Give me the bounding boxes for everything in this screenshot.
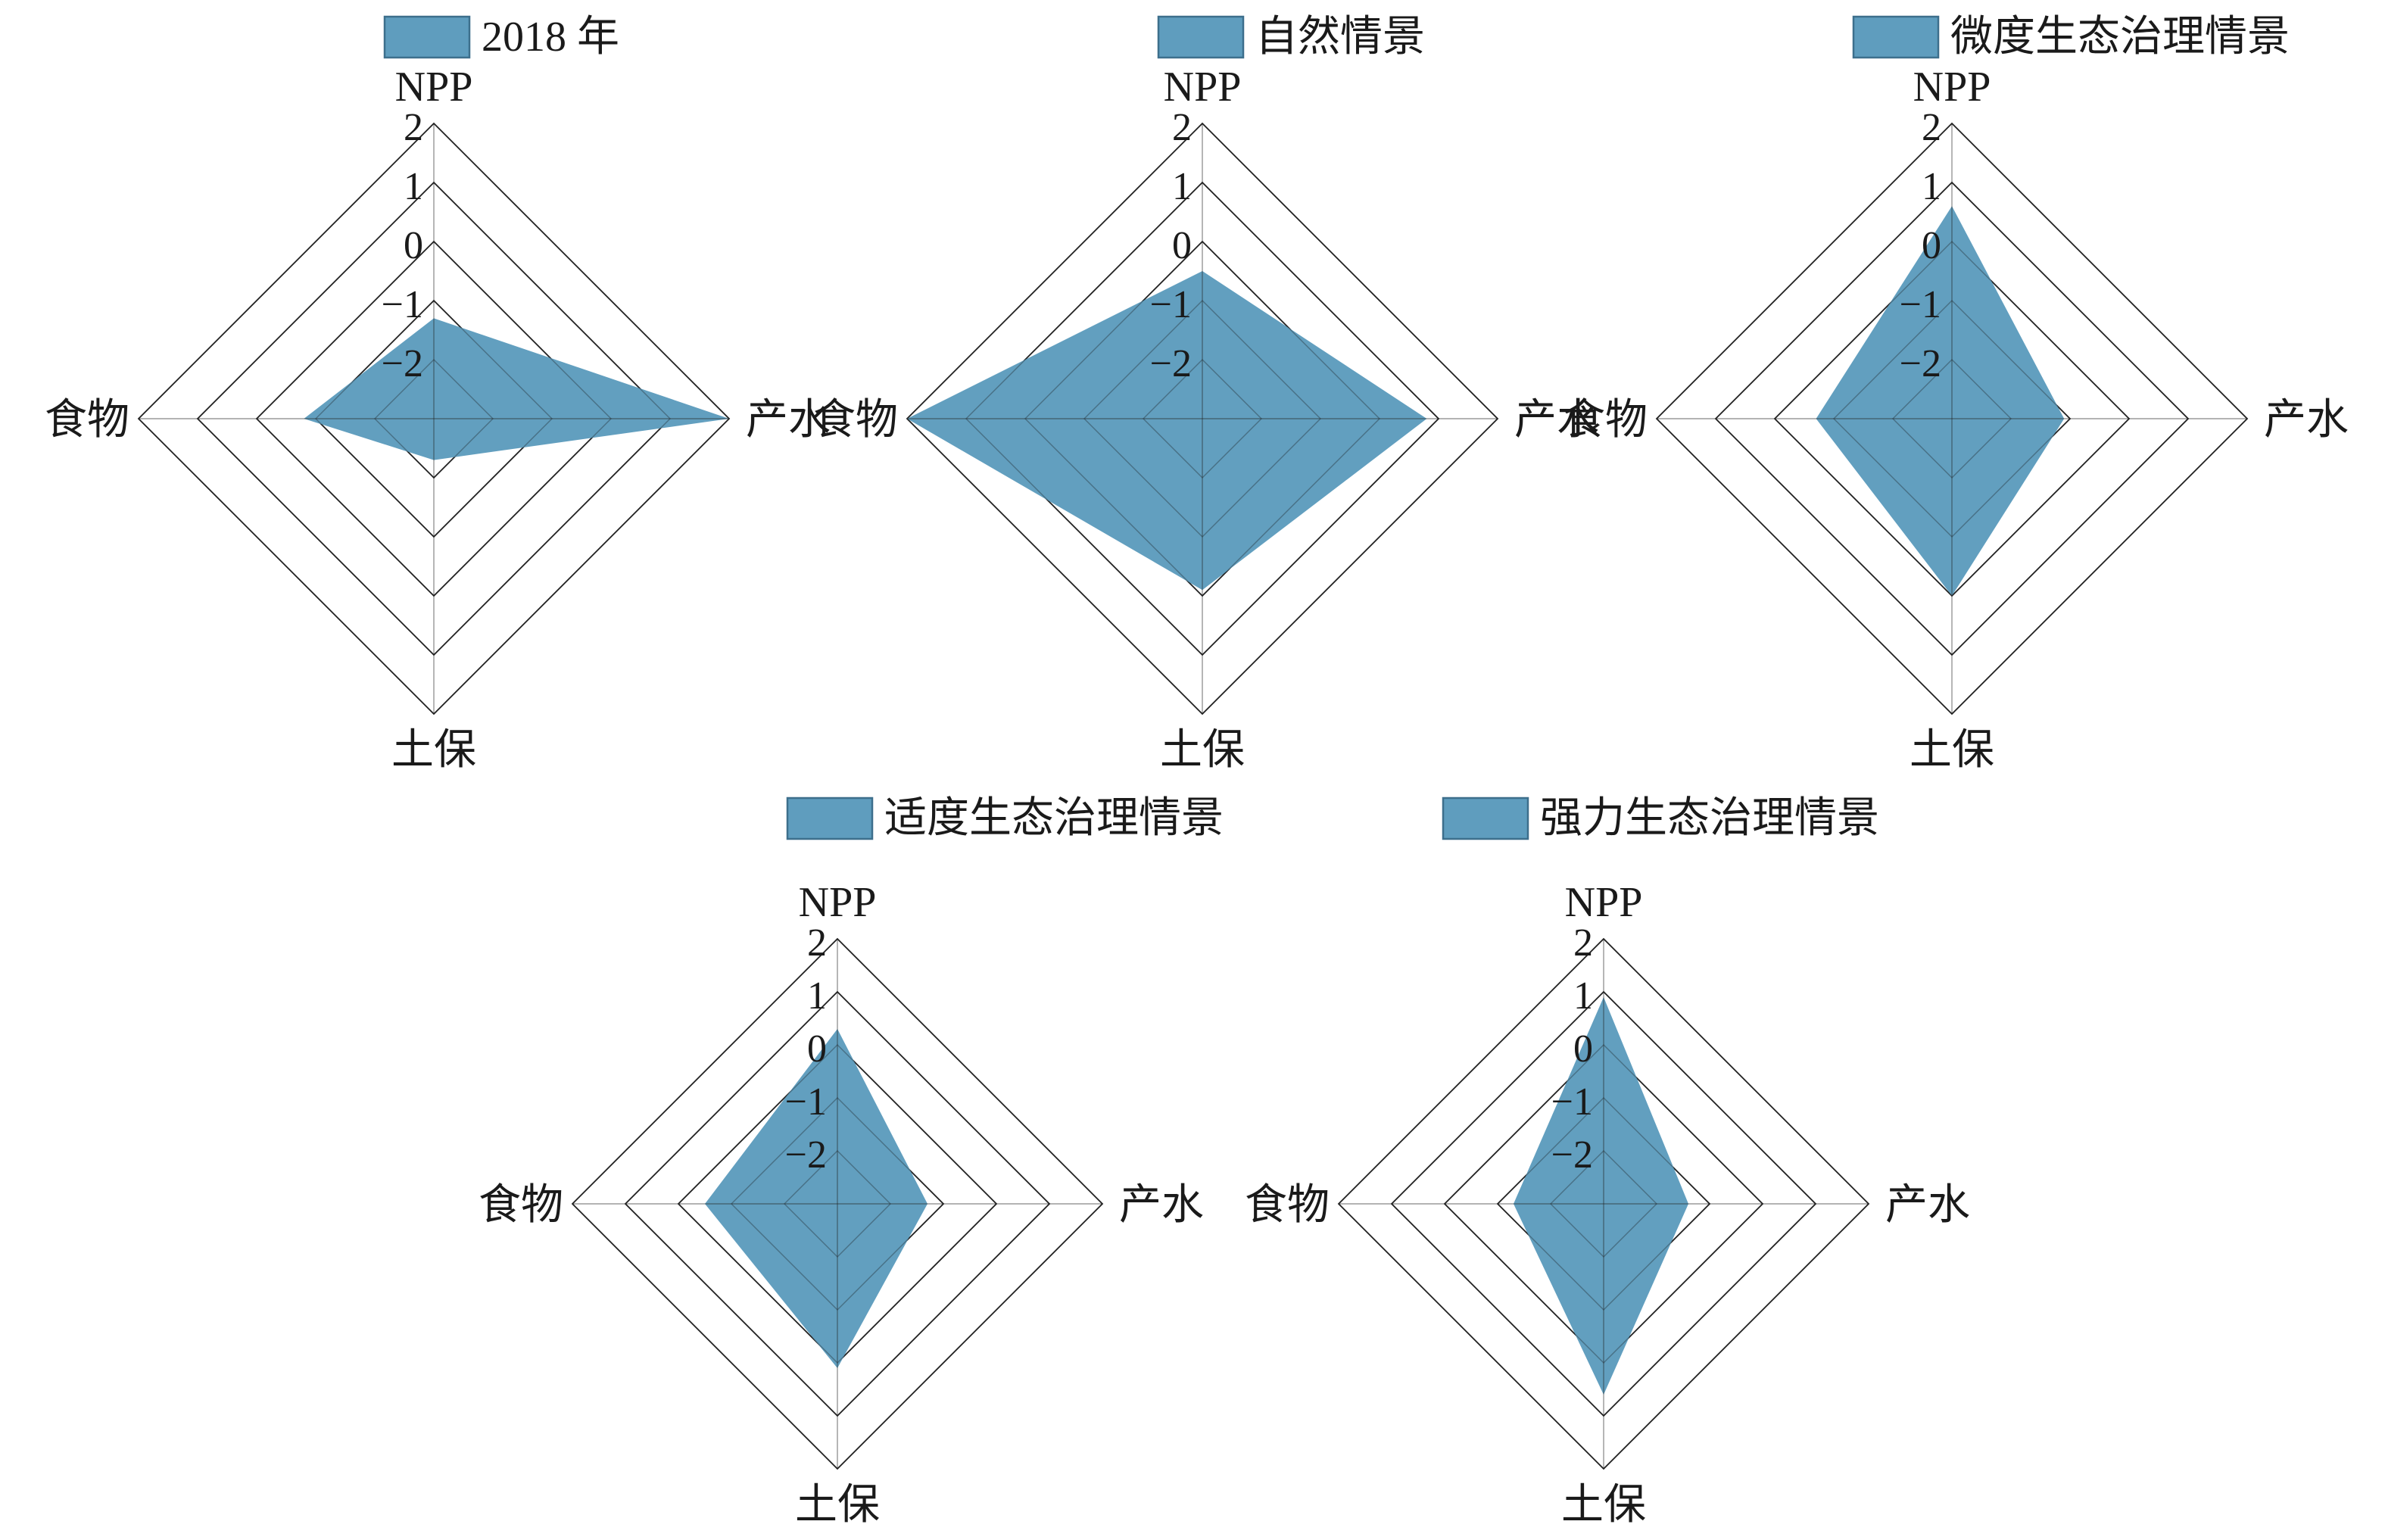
data-area bbox=[1816, 206, 2065, 596]
grid-ring-overlay bbox=[1391, 991, 1816, 1417]
tick-label: 1 bbox=[404, 165, 423, 208]
axis-label: 产水 bbox=[1885, 1182, 1970, 1229]
axis-label: 产水 bbox=[1119, 1182, 1204, 1229]
grid-ring-overlay bbox=[197, 182, 671, 656]
axis-label: 产水 bbox=[1514, 397, 1599, 444]
grid-ring-overlay bbox=[1715, 182, 2189, 656]
axis-label: NPP bbox=[395, 64, 473, 111]
grid-ring-overlay bbox=[374, 359, 494, 479]
legend-swatch bbox=[1442, 796, 1529, 840]
legend-label: 自然情景 bbox=[1255, 14, 1425, 61]
tick-label: 1 bbox=[1922, 165, 1941, 208]
tick-label: 0 bbox=[807, 1027, 827, 1071]
tick-label: −2 bbox=[1150, 342, 1192, 385]
tick-label: −2 bbox=[1900, 342, 1941, 385]
axis-label: 土保 bbox=[795, 1482, 880, 1529]
axis-label: 食物 bbox=[1563, 397, 1648, 444]
axis-label: NPP bbox=[1164, 64, 1242, 111]
grid-ring-overlay bbox=[1656, 123, 2248, 715]
tick-label: 1 bbox=[1573, 974, 1593, 1018]
tick-label: 0 bbox=[1172, 224, 1192, 267]
tick-label: 0 bbox=[1922, 224, 1941, 267]
data-area bbox=[907, 271, 1427, 591]
legend-label: 2018 年 bbox=[482, 14, 619, 61]
grid-ring-overlay bbox=[678, 1044, 997, 1364]
data-area bbox=[1514, 997, 1688, 1395]
tick-label: 2 bbox=[807, 921, 827, 965]
axis-label: NPP bbox=[1913, 64, 1991, 111]
grid-ring-overlay bbox=[138, 123, 730, 715]
legend-label: 微度生态治理情景 bbox=[1950, 14, 2290, 61]
grid-ring-overlay bbox=[1338, 938, 1869, 1470]
grid-ring-overlay bbox=[1444, 1044, 1763, 1364]
axis-label: 土保 bbox=[1910, 727, 1994, 774]
grid-ring-overlay bbox=[1143, 359, 1262, 479]
axis-label: 产水 bbox=[2264, 397, 2349, 444]
axis-label: 土保 bbox=[1160, 727, 1245, 774]
grid-ring-overlay bbox=[1892, 359, 2012, 479]
axis-label: 食物 bbox=[45, 397, 129, 444]
tick-label: 2 bbox=[404, 106, 423, 149]
tick-label: −2 bbox=[382, 342, 423, 385]
tick-label: 2 bbox=[1172, 106, 1192, 149]
tick-label: −2 bbox=[1551, 1133, 1593, 1177]
grid-ring-overlay bbox=[1083, 300, 1321, 538]
grid-ring-overlay bbox=[731, 1097, 944, 1311]
tick-label: 0 bbox=[404, 224, 423, 267]
legend-swatch bbox=[786, 796, 874, 840]
tick-label: 0 bbox=[1573, 1027, 1593, 1071]
grid-ring-overlay bbox=[256, 241, 612, 597]
legend-swatch bbox=[1852, 15, 1940, 59]
legend-label: 适度生态治理情景 bbox=[884, 795, 1224, 842]
data-area bbox=[304, 318, 729, 460]
tick-label: −1 bbox=[1150, 283, 1192, 326]
tick-label: 2 bbox=[1573, 921, 1593, 965]
grid-ring-overlay bbox=[1833, 300, 2071, 538]
grid-ring-overlay bbox=[315, 300, 553, 538]
grid-ring-overlay bbox=[906, 123, 1498, 715]
axis-label: NPP bbox=[799, 879, 877, 926]
axis-label: 土保 bbox=[391, 727, 476, 774]
grid-ring-overlay bbox=[572, 938, 1103, 1470]
tick-label: −1 bbox=[1551, 1080, 1593, 1124]
tick-label: 1 bbox=[1172, 165, 1192, 208]
legend-swatch bbox=[1157, 15, 1245, 59]
tick-label: 1 bbox=[807, 974, 827, 1018]
grid-ring-overlay bbox=[1550, 1150, 1657, 1258]
grid-ring-overlay bbox=[965, 182, 1439, 656]
legend-swatch bbox=[383, 15, 471, 59]
tick-label: −1 bbox=[382, 283, 423, 326]
tick-label: −1 bbox=[1900, 283, 1941, 326]
grid-ring-overlay bbox=[1774, 241, 2130, 597]
grid-ring-overlay bbox=[1497, 1097, 1710, 1311]
grid-ring-overlay bbox=[784, 1150, 891, 1258]
axis-label: 食物 bbox=[813, 397, 898, 444]
axis-label: 产水 bbox=[746, 397, 831, 444]
tick-label: −1 bbox=[785, 1080, 827, 1124]
tick-label: −2 bbox=[785, 1133, 827, 1177]
tick-label: 2 bbox=[1922, 106, 1941, 149]
grid-ring-overlay bbox=[625, 991, 1050, 1417]
grid-ring-overlay bbox=[1024, 241, 1380, 597]
legend-label: 强力生态治理情景 bbox=[1540, 795, 1879, 842]
axis-label: NPP bbox=[1565, 879, 1643, 926]
axis-label: 食物 bbox=[1245, 1182, 1330, 1229]
axis-label: 土保 bbox=[1561, 1482, 1646, 1529]
axis-label: 食物 bbox=[479, 1182, 563, 1229]
data-area bbox=[705, 1029, 928, 1368]
